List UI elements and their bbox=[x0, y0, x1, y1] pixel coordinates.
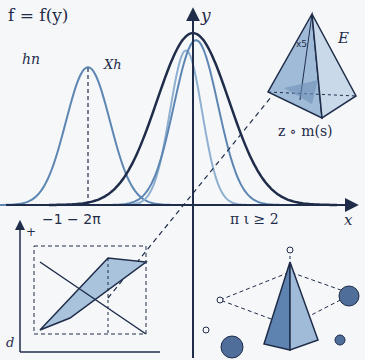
curve-label: hn bbox=[22, 52, 40, 67]
small-axis bbox=[20, 351, 160, 353]
axis-mark: + bbox=[26, 226, 36, 239]
axis-label: d bbox=[6, 336, 14, 350]
tetra-section bbox=[284, 80, 318, 104]
point bbox=[203, 327, 209, 333]
x-axis bbox=[6, 204, 356, 206]
dashed-square bbox=[34, 246, 146, 334]
kite-shape bbox=[40, 258, 146, 330]
tetrahedron bbox=[268, 14, 356, 118]
function-label: f = f(y) bbox=[8, 6, 69, 25]
pyramid-figure bbox=[203, 247, 359, 358]
bell-curve bbox=[122, 50, 250, 205]
small-axis bbox=[19, 222, 21, 352]
tick-label: π ι ≥ 2 bbox=[230, 212, 279, 227]
y-axis bbox=[192, 10, 194, 358]
axis-label: y bbox=[201, 6, 211, 25]
sphere bbox=[221, 336, 243, 358]
peak-guide bbox=[87, 68, 88, 205]
axis-label: x bbox=[344, 212, 352, 229]
tick-label: −1 − 2π bbox=[42, 212, 101, 227]
pyramid-face bbox=[290, 262, 318, 350]
point bbox=[217, 297, 223, 303]
curve-label: Xh bbox=[104, 58, 122, 72]
edge-label: x5 bbox=[296, 40, 307, 50]
solid-label: E bbox=[338, 30, 349, 47]
bell-curve bbox=[108, 40, 284, 205]
point bbox=[287, 247, 293, 253]
cross-line bbox=[40, 262, 146, 334]
sphere bbox=[339, 286, 359, 306]
tetra-face bbox=[312, 14, 356, 118]
sphere bbox=[335, 335, 345, 345]
drop-line bbox=[108, 258, 109, 334]
mapping-label: z ∘ m(s) bbox=[278, 124, 333, 139]
square-figure bbox=[20, 222, 160, 352]
pyramid-face bbox=[264, 262, 290, 350]
bell-curve bbox=[0, 67, 176, 205]
